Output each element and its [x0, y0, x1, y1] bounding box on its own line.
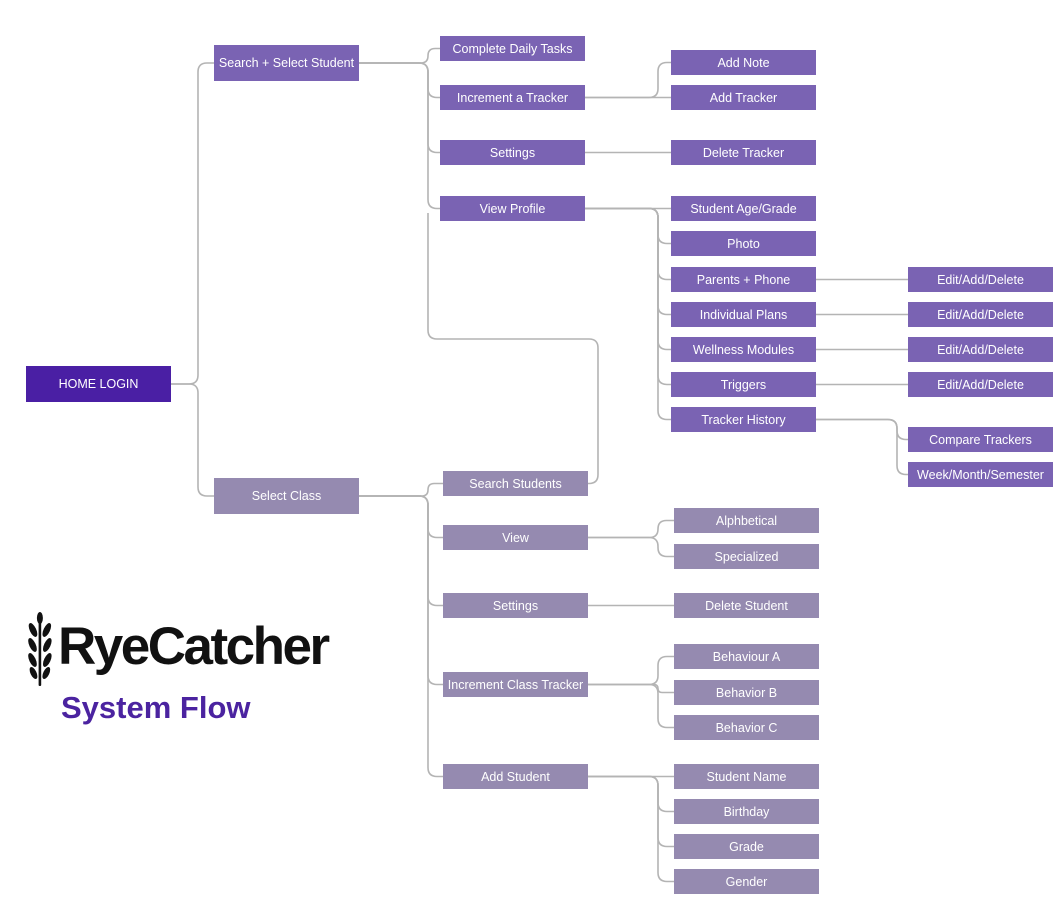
- connector-add-student-to-birthday: [588, 775, 674, 813]
- node-wellness-modules: Wellness Modules: [671, 337, 816, 362]
- node-parents-phone: Parents + Phone: [671, 267, 816, 292]
- node-home: HOME LOGIN: [26, 366, 171, 402]
- node-behavior-b: Behavior B: [674, 680, 819, 705]
- diagram-subtitle: System Flow: [61, 690, 251, 725]
- logo-wordmark: RyeCatcher: [58, 617, 330, 676]
- connector-search-students-loop-to-search-select-student: [427, 213, 599, 485]
- node-complete-daily-tasks: Complete Daily Tasks: [440, 36, 585, 61]
- node-ead-triggers: Edit/Add/Delete: [908, 372, 1053, 397]
- node-birthday: Birthday: [674, 799, 819, 824]
- connector-search-select-student-to-complete-daily-tasks: [359, 47, 440, 64]
- node-gender: Gender: [674, 869, 819, 894]
- wheat-icon: [28, 612, 52, 686]
- connector-tracker-history-to-week-month-semester: [816, 418, 908, 476]
- node-delete-student: Delete Student: [674, 593, 819, 618]
- node-increment-tracker: Increment a Tracker: [440, 85, 585, 110]
- connector-increment-class-tracker-to-behaviour-a: [588, 655, 674, 686]
- connector-tracker-history-to-compare-trackers: [816, 418, 908, 441]
- node-student-name: Student Name: [674, 764, 819, 789]
- node-grade: Grade: [674, 834, 819, 859]
- node-student-settings: Settings: [440, 140, 585, 165]
- connector-select-class-to-class-view: [359, 495, 443, 539]
- node-select-class: Select Class: [214, 478, 359, 514]
- node-alphabetical: Alphbetical: [674, 508, 819, 533]
- node-week-month-semester: Week/Month/Semester: [908, 462, 1053, 487]
- connector-class-view-to-alphabetical: [588, 519, 674, 539]
- connector-home-to-select-class: [171, 383, 214, 497]
- node-search-select-student: Search + Select Student: [214, 45, 359, 81]
- node-delete-tracker: Delete Tracker: [671, 140, 816, 165]
- node-add-student: Add Student: [443, 764, 588, 789]
- node-ead-wellness: Edit/Add/Delete: [908, 337, 1053, 362]
- node-ead-plans: Edit/Add/Delete: [908, 302, 1053, 327]
- connector-increment-class-tracker-to-behavior-c: [588, 683, 674, 729]
- node-triggers: Triggers: [671, 372, 816, 397]
- ryecatcher-logo: RyeCatcher System Flow: [24, 612, 354, 732]
- node-tracker-history: Tracker History: [671, 407, 816, 432]
- node-specialized: Specialized: [674, 544, 819, 569]
- connector-home-to-search-select-student: [171, 62, 214, 385]
- node-compare-trackers: Compare Trackers: [908, 427, 1053, 452]
- connector-select-class-to-increment-class-tracker: [359, 495, 443, 686]
- node-class-settings: Settings: [443, 593, 588, 618]
- node-age-grade: Student Age/Grade: [671, 196, 816, 221]
- connector-select-class-to-search-students: [359, 482, 443, 497]
- connector-add-student-to-grade: [588, 775, 674, 848]
- connector-increment-class-tracker-to-behavior-b: [588, 683, 674, 694]
- node-view-profile: View Profile: [440, 196, 585, 221]
- node-class-view: View: [443, 525, 588, 550]
- connector-select-class-to-add-student: [359, 495, 443, 778]
- connector-view-profile-to-tracker-history: [585, 207, 671, 421]
- connector-class-view-to-specialized: [588, 536, 674, 558]
- node-add-note: Add Note: [671, 50, 816, 75]
- node-ead-parents: Edit/Add/Delete: [908, 267, 1053, 292]
- node-add-tracker: Add Tracker: [671, 85, 816, 110]
- connector-search-select-student-to-view-profile: [359, 62, 440, 210]
- node-behaviour-a: Behaviour A: [674, 644, 819, 669]
- connector-increment-tracker-to-add-note: [585, 61, 671, 99]
- node-search-students: Search Students: [443, 471, 588, 496]
- node-photo: Photo: [671, 231, 816, 256]
- node-behavior-c: Behavior C: [674, 715, 819, 740]
- connector-add-student-to-gender: [588, 775, 674, 883]
- node-increment-class-tracker: Increment Class Tracker: [443, 672, 588, 697]
- connector-select-class-to-class-settings: [359, 495, 443, 607]
- node-individual-plans: Individual Plans: [671, 302, 816, 327]
